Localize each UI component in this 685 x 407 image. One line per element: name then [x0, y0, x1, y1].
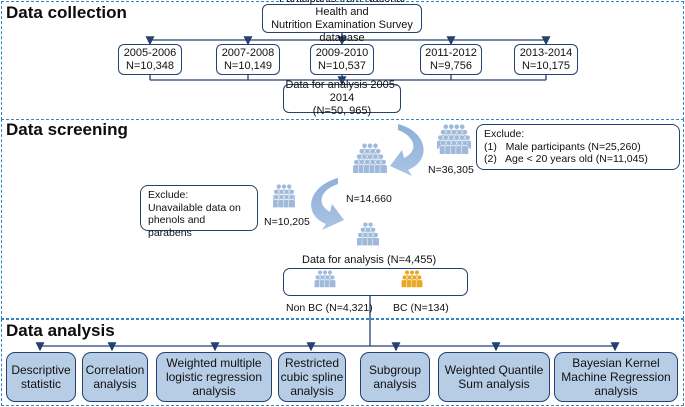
exclusion-1-item-2: (2) Age < 20 years old (N=11,045)	[484, 153, 648, 165]
final-analysis-box	[283, 268, 468, 296]
non-bc-count: Non BC (N=4,321)	[286, 302, 373, 314]
analysis-line: Weighted multiple	[166, 356, 262, 370]
exclusion-2-title: Exclude:	[148, 189, 189, 201]
combined-line-2: (N=50, 965)	[312, 105, 372, 117]
crowd-icon-non-bc	[314, 269, 336, 288]
analysis-line: analysis	[93, 377, 137, 391]
exclusion-2-line-1: Unavailable data on	[148, 201, 241, 214]
crowd-icon-bc	[401, 269, 423, 288]
analysis-line: analysis	[373, 377, 417, 391]
data-analysis-title: Data analysis	[6, 321, 115, 340]
curved-arrow-exclusion-1	[390, 124, 424, 176]
analysis-line: Descriptive	[11, 363, 71, 377]
analysis-line: analysis	[192, 384, 236, 398]
analysis-line: cubic spline	[280, 370, 344, 384]
analysis-line: Restricted	[284, 356, 339, 370]
final-analysis-label: Data for analysis (N=4,455)	[302, 254, 437, 266]
exclusion-box-1: Exclude: (1) Male participants (N=25,260…	[476, 124, 680, 170]
cycle-years: 2009-2010	[315, 46, 369, 59]
cycle-box-2009: 2009-2010 N=10,537	[310, 44, 374, 75]
exclusion-box-2: Exclude: Unavailable data on phenols and…	[140, 185, 258, 239]
analysis-line: Sum analysis	[458, 377, 530, 391]
exclusion-1-item-1: (1) Male participants (N=25,260)	[484, 140, 641, 153]
bc-count: BC (N=134)	[393, 302, 449, 314]
analysis-line: Bayesian Kernel	[572, 356, 660, 370]
cycle-years: 2011-2012	[425, 46, 477, 59]
exclusion-1-count: N=36,305	[428, 164, 474, 176]
exclusion-1-title: Exclude:	[484, 128, 525, 140]
analysis-line: logistic regression	[165, 370, 263, 384]
analysis-line: Subgroup	[368, 363, 422, 377]
cycle-years: 2013-2014	[519, 46, 573, 59]
cycle-box-2013: 2013-2014 N=10,175	[514, 44, 578, 75]
cycle-count: N=10,175	[521, 59, 570, 72]
data-screening-section	[1, 119, 684, 319]
combined-line-1: Data for analysis 2005-2014	[285, 79, 399, 104]
cycle-box-2005: 2005-2006 N=10,348	[118, 44, 182, 75]
cycle-years: 2007-2008	[221, 46, 275, 59]
cycle-box-2011: 2011-2012 N=9,756	[420, 44, 482, 75]
cycle-count: N=9,756	[430, 59, 472, 72]
analysis-line: analysis	[290, 384, 334, 398]
source-line-2: Nutrition Examination Survey database	[271, 18, 413, 44]
analysis-line: Weighted Quantile	[444, 363, 544, 377]
cycle-box-2007: 2007-2008 N=10,149	[216, 44, 280, 75]
source-box: Participants from National Health and Nu…	[262, 0, 422, 44]
analysis-line: analysis	[594, 384, 638, 398]
analysis-line: Machine Regression	[561, 370, 671, 384]
crowd-icon-excluded-2	[272, 183, 296, 208]
source-line-1: Participants from National Health and	[279, 0, 405, 18]
curved-arrow-exclusion-2	[311, 178, 344, 230]
cycle-count: N=10,348	[125, 59, 174, 72]
data-screening-title: Data screening	[6, 120, 128, 139]
cycle-count: N=10,537	[317, 59, 366, 72]
cycle-count: N=10,149	[223, 59, 272, 72]
cycle-years: 2005-2006	[123, 46, 177, 59]
data-collection-title: Data collection	[6, 3, 127, 22]
after-first-exclusion-count: N=14,660	[346, 193, 392, 205]
exclusion-2-line-2: phenols and parabens	[148, 214, 206, 239]
crowd-icon-final	[356, 221, 380, 246]
exclusion-2-count: N=10,205	[264, 216, 310, 228]
analysis-line: Correlation	[85, 363, 145, 377]
crowd-icon-excluded-1	[436, 123, 472, 155]
data-analysis-section	[1, 319, 684, 406]
combined-data-box: Data for analysis 2005-2014 (N=50, 965)	[283, 79, 401, 117]
crowd-icon-after-first	[352, 142, 388, 174]
analysis-line: statistic	[20, 377, 61, 391]
